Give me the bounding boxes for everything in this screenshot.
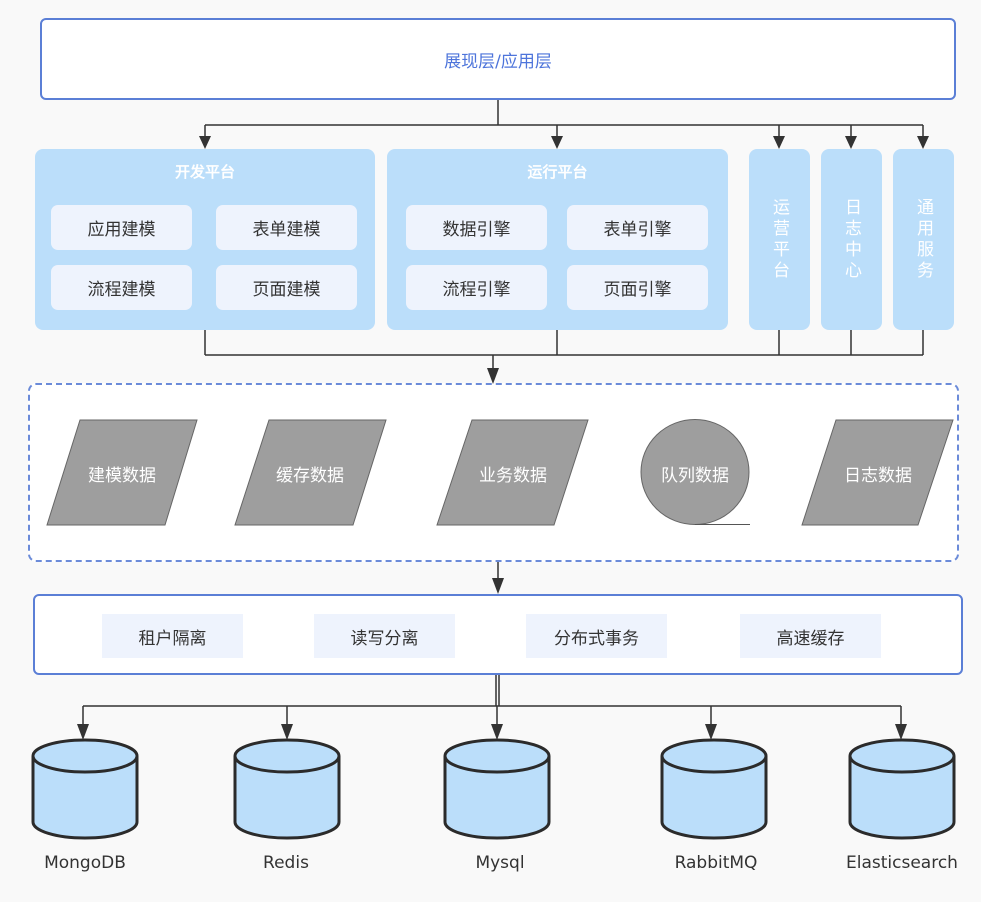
ops-platform[interactable]: 运营平台 <box>749 149 810 330</box>
db-label-rabbitmq: RabbitMQ <box>674 853 758 873</box>
database-cylinder-icon[interactable] <box>848 738 956 840</box>
module-data-engine[interactable]: 数据引擎 <box>406 205 547 250</box>
db-label-mongodb: MongoDB <box>44 853 126 873</box>
arrowhead <box>492 578 504 594</box>
arrowhead <box>895 724 907 740</box>
module-app-modeling[interactable]: 应用建模 <box>51 205 192 250</box>
presentation-layer-box[interactable]: 展现层/应用层 <box>40 18 956 100</box>
cache-data-label: 缓存数据 <box>276 466 344 486</box>
arrowhead <box>77 724 89 740</box>
cylinder-top <box>848 738 956 774</box>
log-center-label: 日志中心 <box>841 197 861 282</box>
arrowhead <box>281 724 293 740</box>
cylinder-top <box>233 738 341 774</box>
common-services[interactable]: 通用服务 <box>893 149 954 330</box>
arrowhead <box>487 368 499 384</box>
database-cylinder-icon[interactable] <box>31 738 139 840</box>
arrowhead <box>845 136 857 149</box>
runtime-platform[interactable]: 运行平台 数据引擎 表单引擎 流程引擎 页面引擎 <box>387 149 728 330</box>
cylinder-top <box>31 738 139 774</box>
arrowhead <box>551 136 563 149</box>
connector-platforms-to-data <box>204 330 924 372</box>
database-cylinder-icon[interactable] <box>233 738 341 840</box>
feature-high-speed-cache[interactable]: 高速缓存 <box>740 614 881 658</box>
ops-platform-label: 运营平台 <box>769 197 789 282</box>
connector-service-to-storage <box>82 675 902 728</box>
db-label-redis: Redis <box>263 853 309 873</box>
feature-tenant-isolation[interactable]: 租户隔离 <box>102 614 243 658</box>
module-process-modeling[interactable]: 流程建模 <box>51 265 192 310</box>
log-data-label: 日志数据 <box>844 466 912 486</box>
module-process-engine[interactable]: 流程引擎 <box>406 265 547 310</box>
queue-data-label: 队列数据 <box>661 466 729 486</box>
db-label-elasticsearch: Elasticsearch <box>846 853 958 873</box>
common-services-label: 通用服务 <box>913 197 933 282</box>
module-form-modeling[interactable]: 表单建模 <box>216 205 357 250</box>
cylinder-body <box>31 756 139 840</box>
dev-platform[interactable]: 开发平台 应用建模 表单建模 流程建模 页面建模 <box>35 149 375 330</box>
arrowhead <box>199 136 211 149</box>
presentation-layer-label: 展现层/应用层 <box>444 51 552 72</box>
cylinder-body <box>660 756 768 840</box>
service-layer-box: 租户隔离 读写分离 分布式事务 高速缓存 <box>33 594 963 675</box>
feature-read-write-split[interactable]: 读写分离 <box>314 614 455 658</box>
modeling-data-label: 建模数据 <box>88 466 156 486</box>
module-page-engine[interactable]: 页面引擎 <box>567 265 708 310</box>
connector-presentation-to-platforms <box>204 100 924 138</box>
log-center[interactable]: 日志中心 <box>821 149 882 330</box>
database-cylinder-icon[interactable] <box>443 738 551 840</box>
cylinder-body <box>233 756 341 840</box>
cylinder-body <box>443 756 551 840</box>
feature-distributed-transaction[interactable]: 分布式事务 <box>526 614 667 658</box>
module-form-engine[interactable]: 表单引擎 <box>567 205 708 250</box>
business-data-label: 业务数据 <box>479 466 547 486</box>
database-cylinder-icon[interactable] <box>660 738 768 840</box>
db-label-mysql: Mysql <box>475 853 525 873</box>
arrowhead <box>705 724 717 740</box>
arrowhead <box>491 724 503 740</box>
runtime-platform-title: 运行平台 <box>527 163 588 181</box>
arrowhead <box>773 136 785 149</box>
arrowhead <box>917 136 929 149</box>
cylinder-top <box>443 738 551 774</box>
dev-platform-title: 开发平台 <box>174 163 235 181</box>
cylinder-top <box>660 738 768 774</box>
cylinder-body <box>848 756 956 840</box>
module-page-modeling[interactable]: 页面建模 <box>216 265 357 310</box>
